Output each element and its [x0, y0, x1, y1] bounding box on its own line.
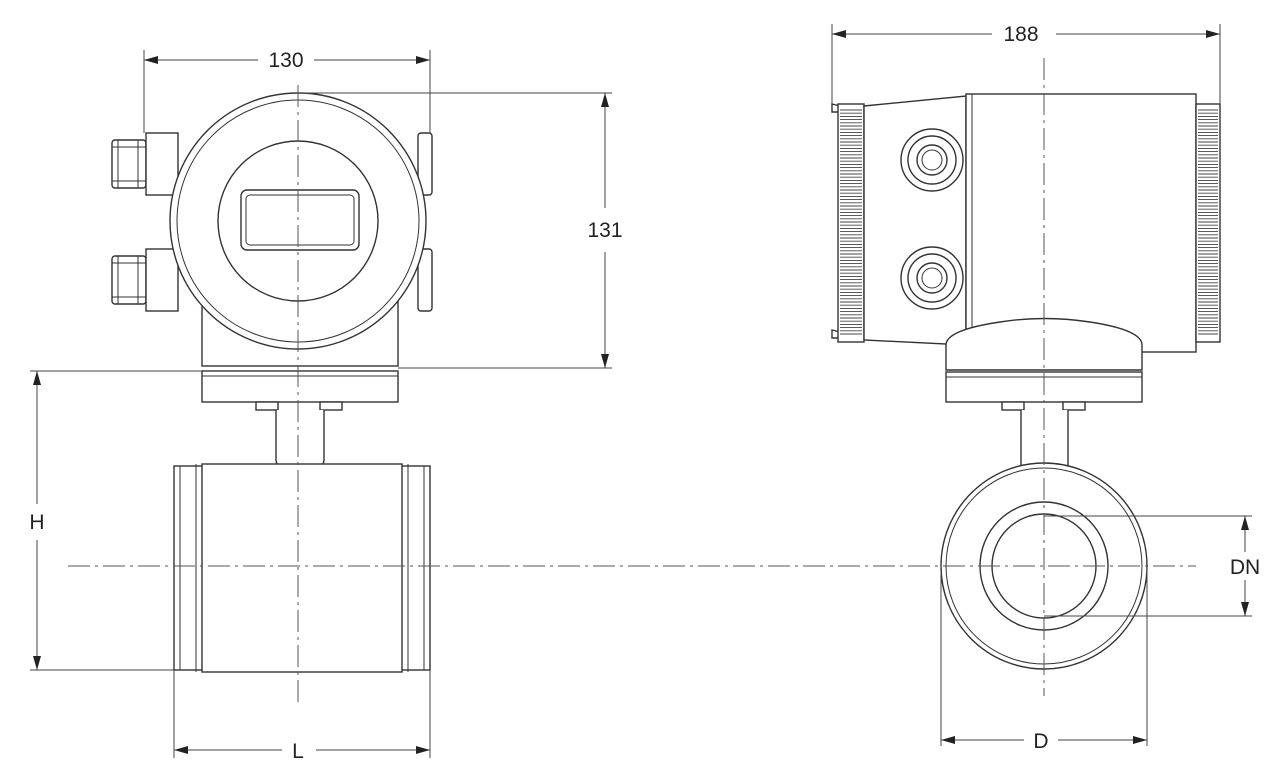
dim-label-130: 130	[268, 49, 303, 72]
meter-body	[173, 463, 431, 673]
side-bolt-left	[1001, 401, 1025, 411]
side-boss-lower	[417, 248, 433, 312]
dim-front-height: 131	[298, 92, 623, 369]
cable-gland-lower	[111, 248, 179, 312]
bolt-left	[255, 401, 279, 411]
cable-entry-upper	[900, 128, 964, 192]
side-boss-upper	[417, 132, 433, 196]
bolt-right	[319, 401, 343, 411]
dim-label-dn: DN	[1230, 556, 1260, 579]
dim-label-188: 188	[1003, 23, 1038, 46]
dim-nominal-diameter: DN	[1044, 515, 1260, 617]
cable-entry-lower	[900, 246, 964, 310]
dim-front-width: 130	[143, 49, 431, 133]
lcd-display	[240, 189, 360, 251]
dim-label-131: 131	[587, 219, 622, 242]
front-view	[111, 85, 433, 705]
cable-gland-upper	[111, 132, 179, 196]
dim-outer-diameter: D	[940, 566, 1148, 753]
dim-length: L	[173, 670, 431, 763]
knurled-cap-left	[837, 103, 865, 343]
housing-side-main	[965, 93, 1197, 353]
dim-label-d: D	[1033, 730, 1048, 753]
dim-label-l: L	[292, 740, 304, 763]
dim-side-width: 188	[831, 23, 1221, 104]
dim-overall-height: H	[29, 370, 202, 671]
knurled-cap-right	[1195, 103, 1221, 343]
sensor-stem	[275, 410, 325, 473]
side-view	[831, 58, 1221, 696]
side-bolt-right	[1062, 401, 1086, 411]
dim-label-h: H	[29, 511, 44, 534]
